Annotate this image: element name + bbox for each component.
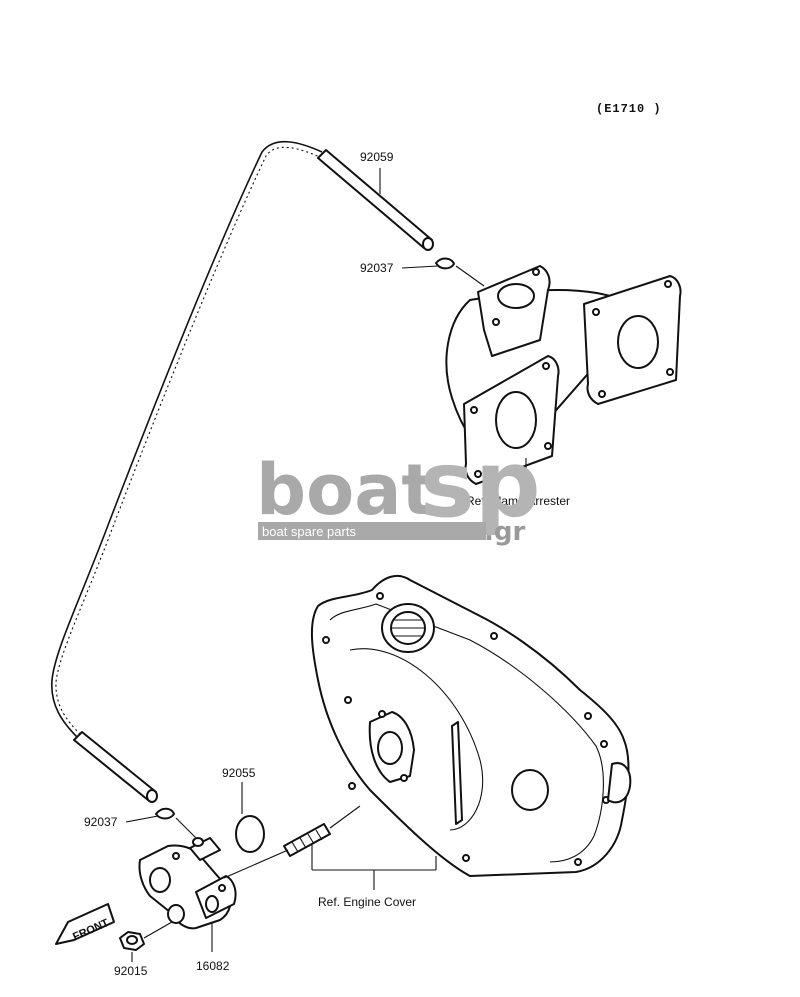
ref-flame-arrester: Ref. Flame Arrester — [466, 494, 570, 508]
o-ring — [235, 782, 265, 853]
ref-engine-cover: Ref. Engine Cover — [318, 895, 416, 909]
watermark: boat sp boat spare parts .gr — [256, 431, 541, 547]
label-92037-lower: 92037 — [84, 815, 118, 829]
lower-hose — [73, 731, 158, 803]
front-arrow-badge: FRONT — [55, 903, 115, 945]
watermark-tagline-bar — [258, 522, 486, 540]
watermark-brand-a: boat — [256, 449, 435, 531]
label-92037-upper: 92037 — [360, 261, 394, 275]
fuel-line — [51, 140, 323, 739]
diagram-code: (E1710 ) — [596, 102, 662, 116]
flame-arrester — [445, 265, 682, 492]
lower-clamp — [125, 807, 197, 839]
label-92059: 92059 — [360, 150, 394, 164]
upper-hose — [317, 149, 434, 251]
label-92015: 92015 — [114, 964, 148, 978]
watermark-domain: .gr — [484, 517, 525, 547]
label-16082: 16082 — [196, 959, 230, 973]
watermark-brand-b: sp — [420, 431, 541, 538]
fuel-pump — [138, 837, 289, 952]
upper-clamp — [401, 257, 485, 287]
engine-cover — [310, 574, 632, 877]
stud — [283, 805, 361, 857]
label-92055: 92055 — [222, 766, 256, 780]
nut — [119, 921, 173, 962]
engine-cover-ref-bracket — [311, 844, 437, 890]
watermark-tagline: boat spare parts — [262, 524, 356, 539]
